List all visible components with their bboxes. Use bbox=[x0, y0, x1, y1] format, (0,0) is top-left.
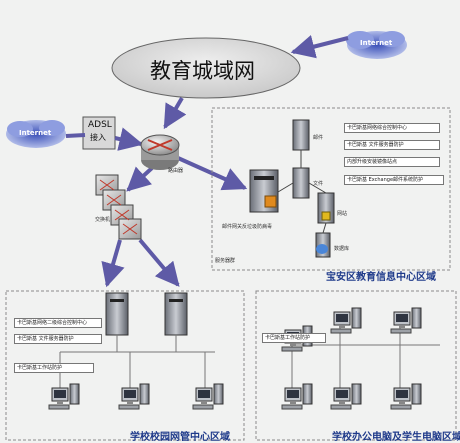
switch-label: 交换机 bbox=[95, 217, 111, 223]
baoan-tag-3: 内部升级安装镜像站点 bbox=[344, 157, 440, 167]
internet-label-left: Internet bbox=[19, 129, 52, 137]
adsl-sub-label: 接入 bbox=[90, 133, 106, 142]
adsl-label: ADSL bbox=[88, 120, 112, 130]
workstation-icon bbox=[192, 383, 224, 410]
main-cloud-label: 教育城域网 bbox=[150, 59, 255, 83]
server-label-web: 网站 bbox=[337, 211, 348, 217]
workstations bbox=[48, 307, 422, 410]
mgmt-server-2 bbox=[164, 292, 188, 336]
mail-gateway-server bbox=[249, 169, 279, 213]
arrow-switch-left bbox=[101, 239, 125, 288]
server-mail bbox=[292, 119, 310, 151]
region-school-office-border bbox=[255, 290, 457, 441]
adsl-box bbox=[82, 116, 116, 150]
workstation-icon bbox=[118, 383, 150, 410]
baoan-tag-2: 卡巴斯基 文件服务器防护 bbox=[344, 140, 440, 150]
server-file bbox=[292, 167, 310, 199]
workstation-icon bbox=[281, 383, 313, 410]
router-label: 路由器 bbox=[168, 168, 184, 174]
baoan-tag-1: 卡巴斯基网络综合控制中心 bbox=[344, 123, 440, 133]
server-web bbox=[317, 192, 335, 224]
server-label-file: 文件 bbox=[313, 181, 324, 187]
mail-gateway-label: 邮件网关反垃圾防病毒 bbox=[222, 224, 273, 230]
server-link-4 bbox=[277, 182, 294, 193]
workstation-icon bbox=[390, 307, 422, 334]
baoan-tag-4: 卡巴斯基 Exchange邮件系统防护 bbox=[344, 175, 444, 185]
office-region-title: 学校办公电脑及学生电脑区域 bbox=[332, 432, 460, 443]
server-label-db: 数据库 bbox=[334, 246, 350, 252]
arrow-cloud-router bbox=[163, 96, 187, 130]
arrow-adsl-router bbox=[114, 127, 144, 151]
arrow-internet-cloud bbox=[290, 35, 349, 59]
main-cloud bbox=[111, 37, 301, 99]
workstation-icon bbox=[330, 383, 362, 410]
arrow-router-switch bbox=[126, 166, 154, 192]
arrow-switch-right bbox=[138, 238, 180, 287]
internet-cloud-left bbox=[6, 120, 66, 148]
mgmt-server-1 bbox=[105, 292, 129, 336]
workstation-icon bbox=[48, 383, 80, 410]
server-link-2 bbox=[308, 182, 327, 194]
arrow-internet-adsl bbox=[65, 133, 86, 138]
mgmt-tag-1: 卡巴斯基网络二级综合控制中心 bbox=[14, 318, 102, 328]
mgmt-region-title: 学校校园网管中心区域 bbox=[130, 432, 230, 443]
server-group-label: 服务器群 bbox=[215, 258, 236, 264]
office-tag-1: 卡巴斯基工作站防护 bbox=[262, 333, 326, 343]
workstation-icon bbox=[390, 383, 422, 410]
mgmt-tag-2: 卡巴斯基 文件服务器防护 bbox=[14, 334, 102, 344]
server-db bbox=[315, 232, 331, 258]
internet-cloud-top bbox=[346, 31, 407, 59]
internet-label-top: Internet bbox=[360, 39, 393, 47]
server-link-3 bbox=[322, 222, 327, 234]
switch-stack bbox=[95, 174, 142, 240]
workstation-icon bbox=[330, 307, 362, 334]
mgmt-tag-3: 卡巴斯基工作站防护 bbox=[14, 363, 94, 373]
router bbox=[140, 134, 180, 170]
region-school-mgmt-border bbox=[5, 290, 245, 441]
baoan-region-title: 宝安区教育信息中心区域 bbox=[326, 272, 436, 283]
server-label-mail: 邮件 bbox=[313, 135, 324, 141]
